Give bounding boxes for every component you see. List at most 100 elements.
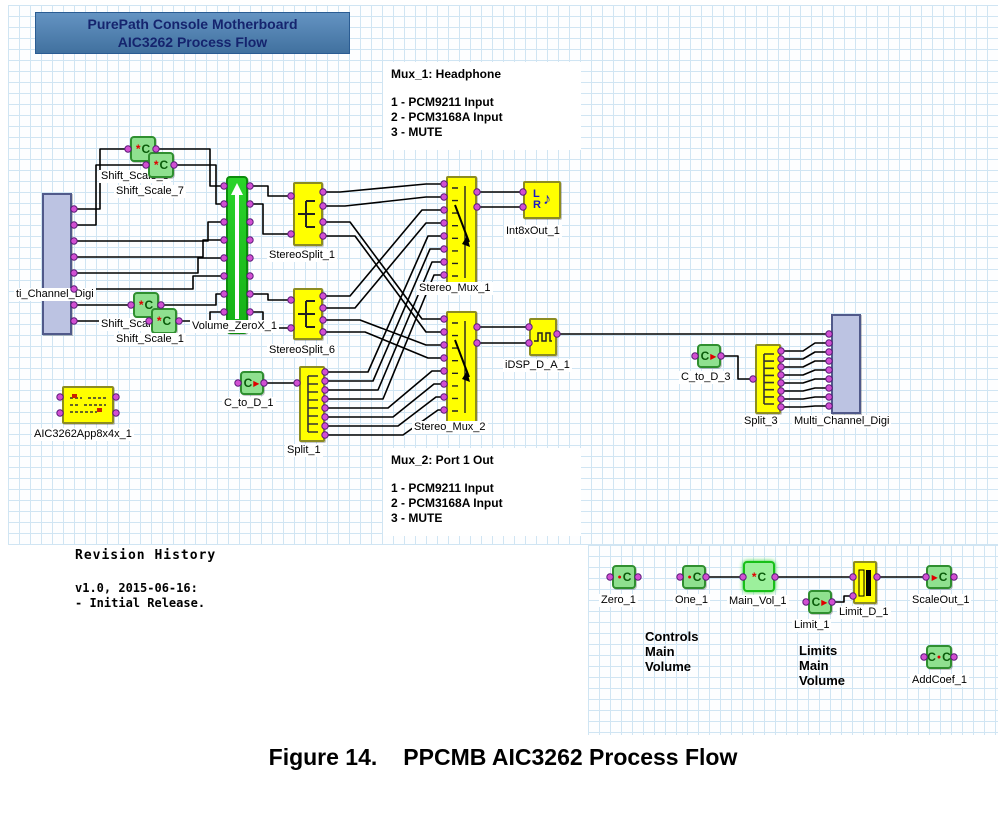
c-coefficient-icon: C xyxy=(692,570,702,584)
c-coefficient-icon: C xyxy=(942,650,951,664)
shift_scale_1-label: Shift_Scale_1 xyxy=(114,333,186,346)
split_3-label: Split_3 xyxy=(742,415,780,428)
scaleout_1-block: ▶C xyxy=(926,565,952,589)
text-line: Limits xyxy=(799,643,838,658)
stereo_mux_1-label: Stereo_Mux_1 xyxy=(417,282,493,295)
c-coefficient-icon: C xyxy=(622,570,632,584)
mux1-annotation-title: Mux_1: Headphone xyxy=(391,67,502,81)
title-banner-line2: AIC3262 Process Flow xyxy=(117,34,268,50)
multi_channel_digi_left-label: ti_Channel_Digi xyxy=(14,288,96,301)
arrow-right-icon: ▶ xyxy=(931,572,938,582)
mux-selector-icon xyxy=(451,186,470,278)
mux2-annotation-title: Mux_2: Port 1 Out xyxy=(391,453,494,467)
multiply-icon: * xyxy=(153,158,159,172)
stereosplit_6-block xyxy=(293,288,323,340)
limit_1-label: Limit_1 xyxy=(792,619,832,632)
stereosplit_1-block xyxy=(293,182,323,246)
int8xout_1-label: Int8xOut_1 xyxy=(504,225,562,238)
volume_zerox_1-label: Volume_ZeroX_1 xyxy=(190,320,279,333)
text-line: 2 - PCM3168A Input xyxy=(391,110,503,124)
title-banner: PurePath Console Motherboard AIC3262 Pro… xyxy=(35,12,350,54)
multiply-icon: * xyxy=(751,569,757,584)
split-ladder-icon xyxy=(307,375,318,433)
text-line: Main xyxy=(645,644,675,659)
revision-history-title: Revision History xyxy=(75,548,217,563)
idsp_d_a_1-label: iDSP_D_A_1 xyxy=(503,359,572,372)
music-note-icon: ♪ xyxy=(542,191,551,208)
stereo_mux_2-label: Stereo_Mux_2 xyxy=(412,421,488,434)
multiply-icon: * xyxy=(135,142,141,156)
dot-icon: ● xyxy=(936,653,942,661)
scaleout_1-label: ScaleOut_1 xyxy=(910,594,972,607)
limit_d_1-label: Limit_D_1 xyxy=(837,606,891,619)
limiter-bars-icon xyxy=(858,569,871,596)
stereosplit_6-label: StereoSplit_6 xyxy=(267,344,338,357)
volume_zerox_1-block: vol xyxy=(226,176,248,334)
shift_scale_7-block: *C xyxy=(148,152,174,178)
idsp_d_a_1-block xyxy=(529,318,557,356)
text-line: Controls xyxy=(645,629,699,644)
main_vol_1-block: *C xyxy=(743,561,775,592)
revision-history-lines: v1.0, 2015-06-16: - Initial Release. xyxy=(75,581,216,611)
c_to_d_1-label: C_to_D_1 xyxy=(222,397,276,410)
const-glyph-icon: C▶ xyxy=(244,377,261,389)
text-line: - Initial Release. xyxy=(75,596,206,610)
arrow-up-icon xyxy=(231,183,243,195)
left-channel-label: L xyxy=(533,188,540,200)
const-glyph-icon: ●C xyxy=(687,571,702,583)
dsp-wave-icon xyxy=(534,332,552,342)
stereo-split-icon xyxy=(298,200,315,228)
dot-icon: ● xyxy=(687,573,692,581)
volume-arrow-icon: vol xyxy=(230,180,244,330)
text-line: 1 - PCM9211 Input xyxy=(391,95,494,109)
stereo_mux_1-block xyxy=(446,176,477,288)
one_1-label: One_1 xyxy=(673,594,711,607)
multiply-icon: * xyxy=(156,314,162,328)
c_to_d_3-block: C▶ xyxy=(697,344,721,368)
multi_channel_digi_right-label: Multi_Channel_Digi xyxy=(792,415,892,428)
main_vol_1-label: Main_Vol_1 xyxy=(727,595,789,608)
mux-arrow-head xyxy=(461,371,470,382)
stereo_mux_2-block xyxy=(446,311,477,423)
arrow-right-icon: ▶ xyxy=(253,378,260,388)
text-line: Volume xyxy=(799,673,845,688)
c-coefficient-icon: C xyxy=(811,595,821,609)
const-glyph-icon: *C xyxy=(752,571,766,583)
aic3262app8x4x_1-block xyxy=(62,386,114,424)
c-coefficient-icon: C xyxy=(700,349,710,363)
figure-caption-title: PPCMB AIC3262 Process Flow xyxy=(403,744,738,770)
c_to_d_1-block: C▶ xyxy=(240,371,264,395)
zero_1-label: Zero_1 xyxy=(599,594,638,607)
shift_scale_7-label: Shift_Scale_7 xyxy=(114,185,186,198)
text-line: 3 - MUTE xyxy=(391,125,443,139)
const-glyph-icon: ●C xyxy=(617,571,632,583)
text-line: v1.0, 2015-06-16: xyxy=(75,581,198,595)
mux-selector-icon xyxy=(451,321,470,413)
const-glyph-icon: *C xyxy=(157,315,171,327)
split_3-block xyxy=(755,344,781,414)
one_1-block: ●C xyxy=(682,565,706,589)
mux-arrow-head xyxy=(461,236,470,247)
c-coefficient-icon: C xyxy=(757,569,767,584)
text-line: 3 - MUTE xyxy=(391,511,443,525)
limit_d_1-block xyxy=(853,561,877,604)
shift_scale_1-block: *C xyxy=(151,308,177,334)
stereosplit_1-label: StereoSplit_1 xyxy=(267,249,338,262)
text-line: 2 - PCM3168A Input xyxy=(391,496,503,510)
figure-caption-label: Figure 14. xyxy=(268,744,378,770)
aic3262app8x4x_1-label: AIC3262App8x4x_1 xyxy=(32,428,134,441)
dot-icon: ● xyxy=(617,573,622,581)
zero_1-block: ●C xyxy=(612,565,636,589)
const-glyph-icon: C●C xyxy=(927,651,951,663)
c-coefficient-icon: C xyxy=(141,142,151,156)
text-line: Volume xyxy=(645,659,691,674)
figure-caption: Figure 14. PPCMB AIC3262 Process Flow xyxy=(0,744,1006,771)
shift_scale_8-block: *C xyxy=(130,136,156,162)
right-channel-label: R xyxy=(533,199,541,211)
